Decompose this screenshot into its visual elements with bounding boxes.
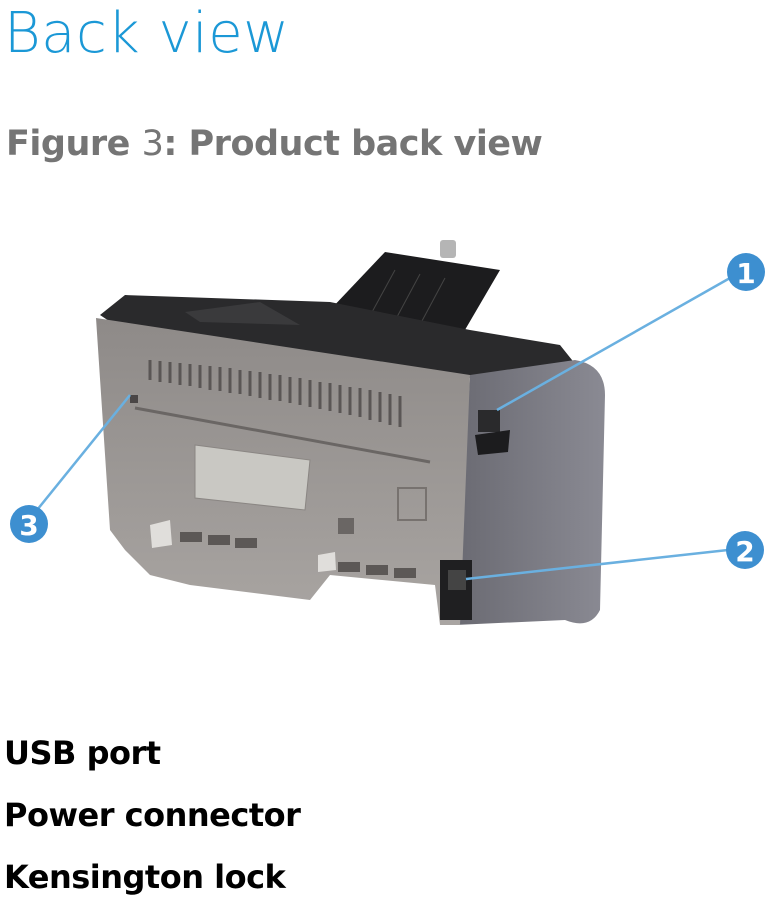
callout-1-leader <box>496 276 731 412</box>
printer-side <box>455 360 605 625</box>
printer-illustration: 1 2 3 <box>10 240 765 625</box>
label-plate <box>194 444 311 511</box>
callout-3-number: 3 <box>19 509 38 542</box>
callout-legend: USB port Power connector Kensington lock <box>4 722 301 908</box>
callout-2-leader <box>465 548 729 581</box>
usb-port <box>478 410 500 432</box>
legend-item-usb-port: USB port <box>4 734 161 772</box>
callout-2-number: 2 <box>735 535 754 568</box>
caption-number: 3 <box>141 124 164 164</box>
callout-3-leader <box>32 394 131 516</box>
page-title: Back view <box>4 1 290 66</box>
legend-item-power-connector: Power connector <box>4 796 301 834</box>
figure-caption: Figure 3: Product back view <box>6 122 543 166</box>
caption-prefix: Figure <box>6 124 130 164</box>
kensington-lock <box>130 395 138 403</box>
legend-item-kensington-lock: Kensington lock <box>4 858 286 896</box>
vents <box>148 360 402 427</box>
caption-text: : Product back view <box>163 124 543 164</box>
callout-2: 2 <box>726 531 764 569</box>
callout-1: 1 <box>727 253 765 291</box>
callout-3: 3 <box>10 505 48 543</box>
product-back-view-figure: 1 2 3 <box>0 230 777 650</box>
callout-1-number: 1 <box>736 257 755 290</box>
